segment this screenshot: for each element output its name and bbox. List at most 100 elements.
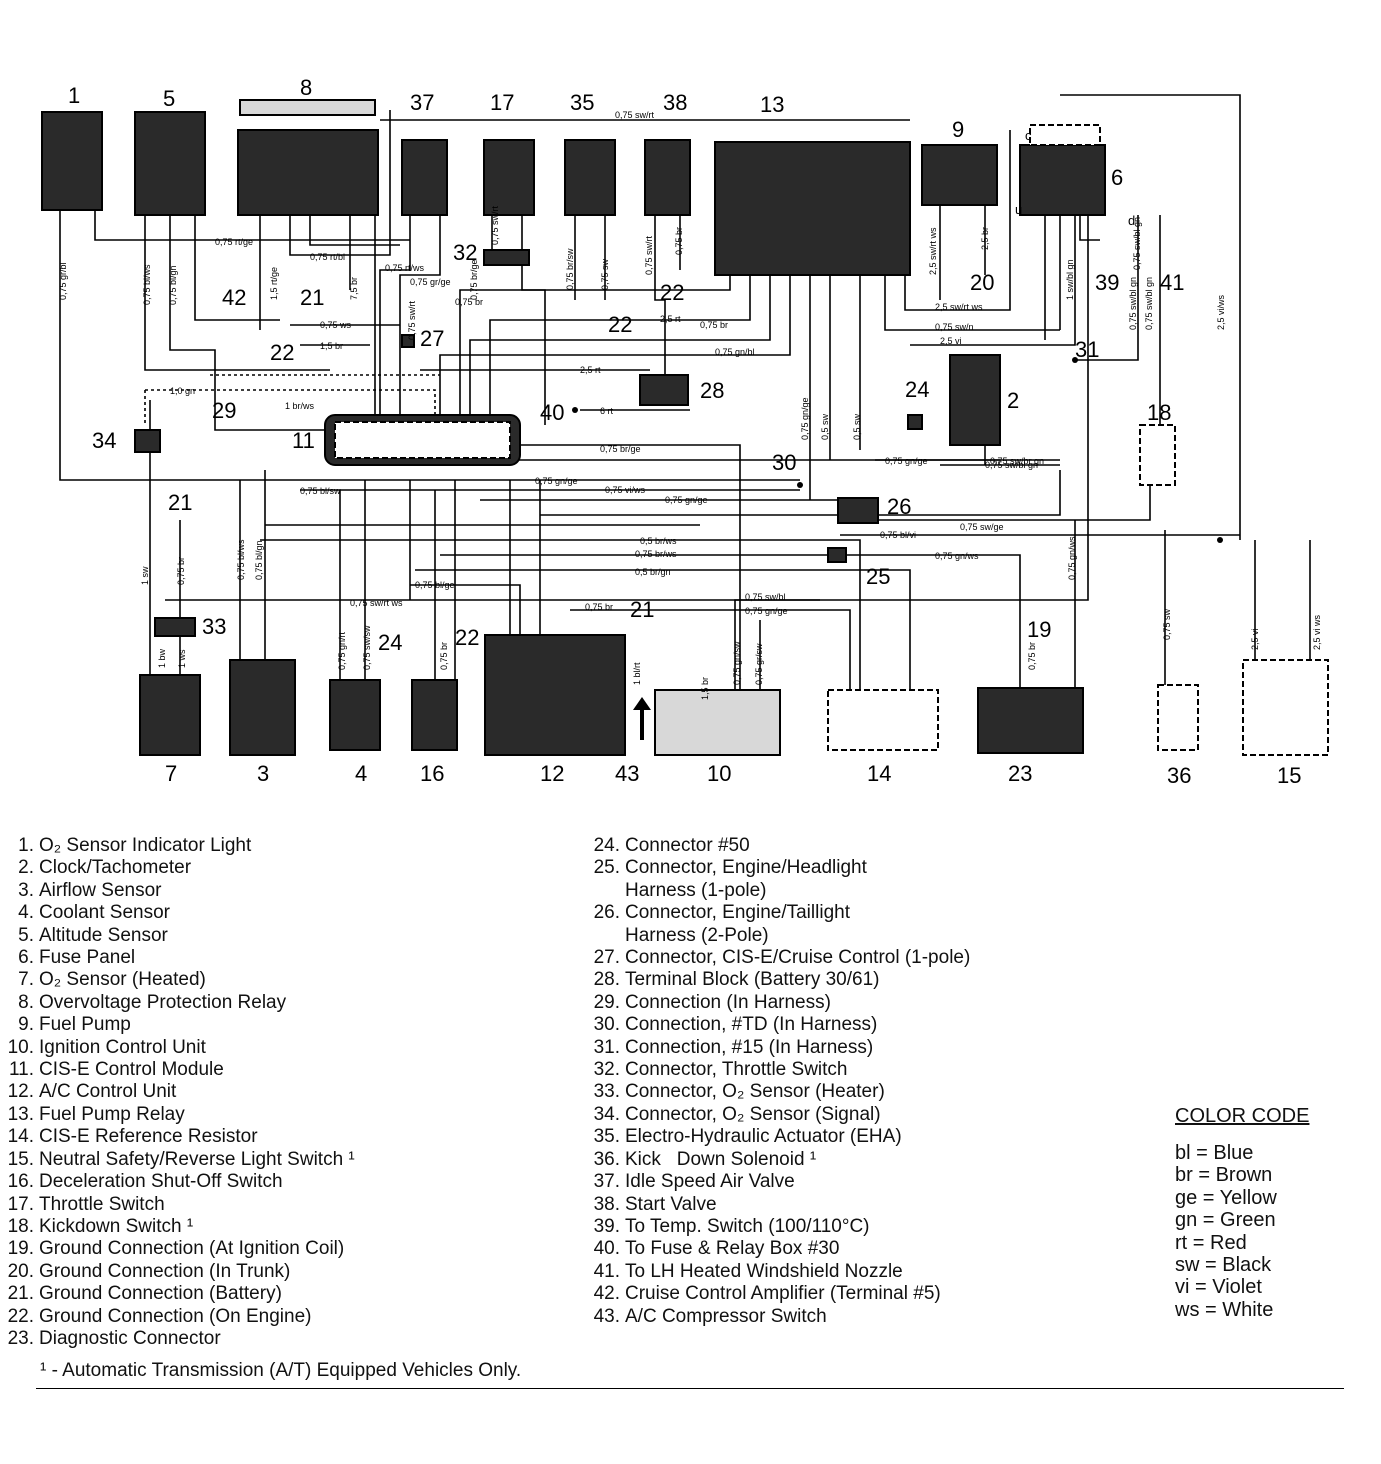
- legend-text: Connector, Engine/Headlight: [625, 857, 867, 879]
- legend-text: Connector, O₂ Sensor (Signal): [625, 1103, 881, 1125]
- legend-item: 36.Kick Down Solenoid ¹: [587, 1149, 970, 1171]
- legend-item: 18.Kickdown Switch ¹: [0, 1216, 355, 1238]
- legend-text: CIS-E Control Module: [39, 1059, 224, 1081]
- legend-number: 5.: [18, 924, 34, 946]
- wire-label: 0,75 bl/gn: [254, 540, 264, 580]
- component-15: [1242, 659, 1329, 756]
- legend-text: CIS-E Reference Resistor: [39, 1126, 258, 1148]
- junction-dot: [1217, 537, 1223, 543]
- legend-number: 41.: [593, 1260, 620, 1282]
- label-7: 7: [165, 761, 177, 786]
- wire-label: 1 br/ws: [285, 401, 315, 411]
- legend-item: 8.Overvoltage Protection Relay: [0, 992, 355, 1014]
- legend-item: 37.Idle Speed Air Valve: [587, 1171, 970, 1193]
- legend-number: [587, 880, 620, 902]
- label-42: 42: [222, 285, 246, 310]
- wire-label: 0,75 bl/ws: [142, 264, 152, 305]
- label-31: 31: [1075, 337, 1099, 362]
- component-8: [237, 129, 379, 216]
- wire-label: 1 sw/bl gn: [1065, 259, 1075, 300]
- wire-label: 1,5 br: [320, 341, 343, 351]
- wire-label: 0,75 sw/bl gn: [1144, 277, 1154, 330]
- legend-text: Kickdown Switch ¹: [39, 1215, 194, 1237]
- wire-label: 0,75 sw/rt: [407, 300, 417, 340]
- legend-item: 11.CIS-E Control Module: [0, 1059, 355, 1081]
- color-code-item: gn = Green: [1175, 1209, 1276, 1232]
- legend-text: Fuel Pump Relay: [39, 1103, 185, 1125]
- component-11-inner: [334, 421, 511, 459]
- legend-number: 18.: [7, 1215, 34, 1237]
- legend-item: 19.Ground Connection (At Ignition Coil): [0, 1238, 355, 1260]
- wire-label: 1 sw: [140, 566, 150, 585]
- wire-label: 0,75 br: [585, 602, 613, 612]
- legend-item: 43.A/C Compressor Switch: [587, 1306, 970, 1328]
- label-28: 28: [700, 378, 724, 403]
- legend-text: To LH Heated Windshield Nozzle: [625, 1260, 903, 1282]
- legend-number: 1.: [18, 835, 34, 856]
- label-40: 40: [540, 400, 564, 425]
- wire-label: 2,5 rt: [660, 314, 681, 324]
- label-11: 11: [292, 428, 315, 453]
- component-34: [134, 429, 161, 453]
- color-code-item: ge = Yellow: [1175, 1186, 1277, 1209]
- legend-item: 20.Ground Connection (In Trunk): [0, 1261, 355, 1283]
- wire-label: 0,75 br: [674, 227, 684, 255]
- label-20: 20: [970, 270, 994, 295]
- legend-text: Ground Connection (At Ignition Coil): [39, 1238, 345, 1260]
- legend-number: 11.: [8, 1059, 34, 1081]
- wire-label: 0,75 gn/ge: [745, 606, 788, 616]
- wire-labels: 0,75 gr/bl 0,75 bl/ws 0,75 bl/gn 0,75 rt…: [58, 110, 1322, 700]
- wire-label: 0,75 gn/ws: [1067, 536, 1077, 580]
- legend-item: 34.Connector, O₂ Sensor (Signal): [587, 1104, 970, 1126]
- label-22c: 22: [270, 340, 294, 365]
- wire-label: 7,5 br: [349, 277, 359, 300]
- legend-number: 19.: [7, 1238, 34, 1260]
- color-code-item: sw = Black: [1175, 1254, 1272, 1277]
- legend-text: Connection (In Harness): [625, 991, 831, 1013]
- wire-label: 0,75 sw/bl gn: [1128, 277, 1138, 330]
- legend-item: 29.Connection (In Harness): [587, 992, 970, 1014]
- pin-c-label: c: [1025, 128, 1032, 143]
- legend-number: 26.: [593, 902, 620, 924]
- label-10: 10: [707, 761, 731, 786]
- legend-item: 26.Connector, Engine/Taillight: [587, 902, 970, 924]
- component-38: [644, 139, 691, 216]
- legend-text: Coolant Sensor: [39, 902, 170, 924]
- component-3: [229, 659, 296, 756]
- legend-item: 4.Coolant Sensor: [0, 902, 355, 924]
- legend-item: 41.To LH Heated Windshield Nozzle: [587, 1261, 970, 1283]
- wire-label: 0,75 sw/bl: [745, 592, 786, 602]
- label-35: 35: [570, 90, 594, 115]
- label-5: 5: [163, 86, 175, 111]
- legend-number: 28.: [593, 969, 620, 991]
- wire-label: 1,5 br: [700, 677, 710, 700]
- label-30: 30: [772, 450, 796, 475]
- wire-label: 0,75 sw/rt: [615, 110, 655, 120]
- legend-item: 35.Electro-Hydraulic Actuator (EHA): [587, 1126, 970, 1148]
- color-code-item: bl = Blue: [1175, 1142, 1254, 1164]
- wires: [59, 94, 1311, 690]
- legend-number: 25.: [593, 857, 620, 879]
- legend-item: 6.Fuse Panel: [0, 947, 355, 969]
- wire-label: 0,75 br/sw: [565, 248, 575, 290]
- legend-number: 43.: [593, 1305, 620, 1327]
- legend-number: 21.: [7, 1283, 34, 1305]
- wire-label: 0,75 sw/rt ws: [350, 598, 403, 608]
- wire-label: 2,5 sw/rt ws: [935, 302, 983, 312]
- label-9: 9: [952, 117, 964, 142]
- divider: [36, 1388, 1344, 1389]
- legend-text: Connector, O₂ Sensor (Heater): [625, 1081, 885, 1103]
- component-2: [949, 354, 1001, 446]
- component-12: [484, 634, 626, 756]
- component-36: [1157, 684, 1199, 751]
- legend-text: To Temp. Switch (100/110°C): [625, 1215, 870, 1237]
- color-code-item: rt = Red: [1175, 1231, 1247, 1254]
- legend-item: 24.Connector #50: [587, 835, 970, 857]
- component-17: [483, 139, 535, 216]
- legend-number: 30.: [593, 1014, 620, 1036]
- legend-item: 42.Cruise Control Amplifier (Terminal #5…: [587, 1283, 970, 1305]
- legend-text: Ignition Control Unit: [39, 1036, 206, 1058]
- legend-text: Terminal Block (Battery 30/61): [625, 969, 880, 991]
- label-21b: 21: [168, 490, 192, 515]
